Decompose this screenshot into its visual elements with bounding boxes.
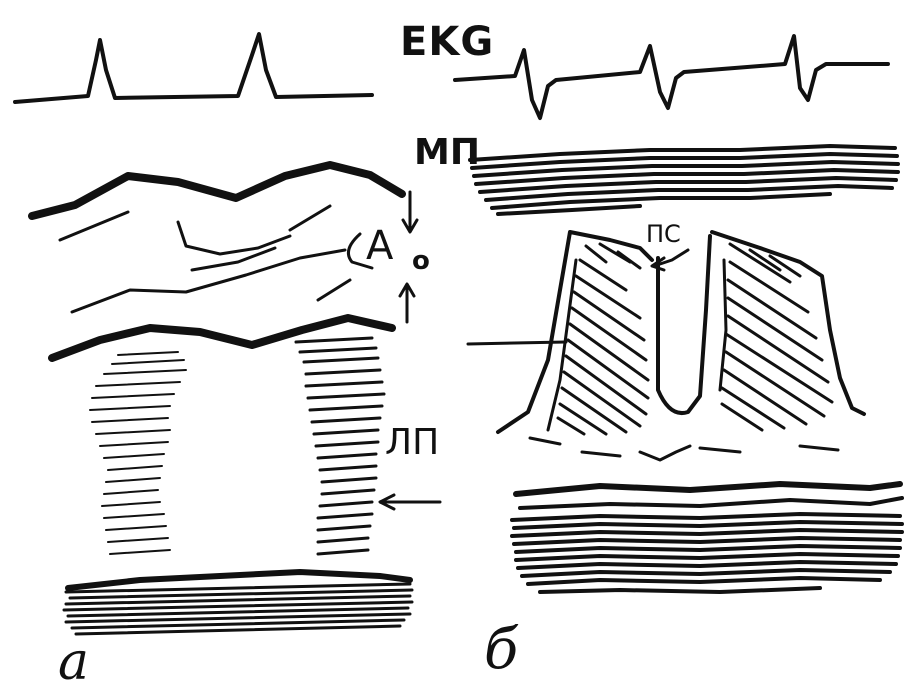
mp-label: МП: [414, 135, 480, 171]
fragment-echoes: [530, 438, 838, 460]
posterior-wall-b-band: [512, 514, 902, 592]
posterior-wall-b-edge-2: [520, 498, 902, 508]
aortic-echo-6: [318, 280, 350, 300]
leaflet-hatch-left: [558, 244, 648, 434]
ekg-label: EKG: [400, 22, 494, 62]
posterior-wall-a-band: [64, 584, 412, 634]
lp-arrow-left-icon: [380, 495, 440, 509]
posterior-wall-b-edge: [516, 484, 900, 494]
ps-label: ПС: [646, 222, 681, 246]
ekg-trace-b: [455, 36, 888, 118]
aortic-echo-1: [60, 212, 128, 240]
mp-band: [470, 146, 898, 214]
ao-label: A: [366, 226, 393, 266]
septum-right-outline: [712, 232, 864, 414]
left-atrium-hatch-left: [90, 352, 186, 554]
ao-label-subscript: o: [412, 248, 430, 274]
aortic-wall-anterior: [32, 165, 402, 216]
lp-label: ЛП: [385, 425, 439, 461]
panel-b-label: б: [484, 622, 518, 678]
aortic-echo-2: [72, 250, 345, 312]
ao-arrow-down-icon: [403, 192, 417, 232]
aortic-wall-posterior: [52, 318, 392, 358]
ao-arrow-up-icon: [400, 284, 414, 322]
ekg-trace-a: [15, 34, 372, 102]
panel-a-label: a: [58, 636, 89, 688]
septum-pointer-line: [468, 342, 566, 344]
aortic-echo-5: [290, 206, 330, 230]
left-atrium-hatch-right: [296, 338, 384, 554]
